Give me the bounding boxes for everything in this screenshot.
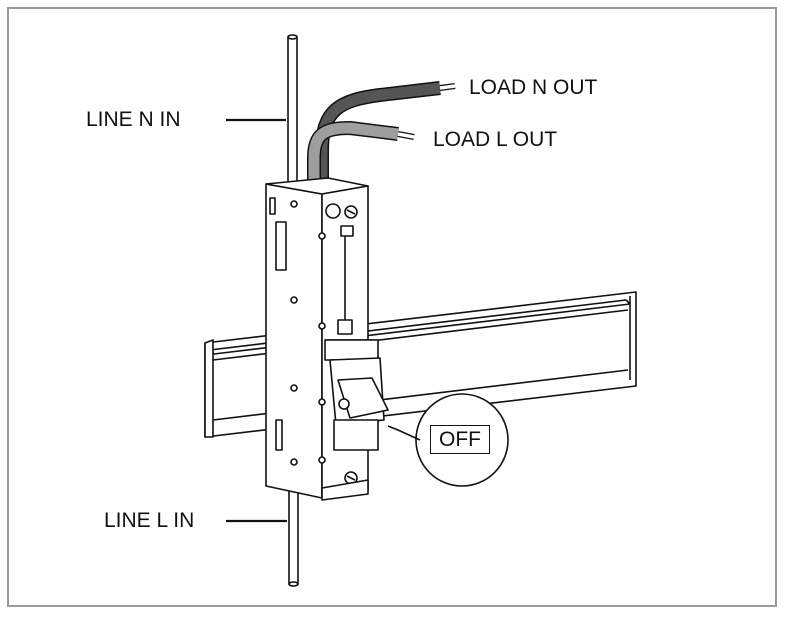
diagram-frame xyxy=(7,7,777,607)
label-load-n-out: LOAD N OUT xyxy=(469,76,598,99)
label-off: OFF xyxy=(430,425,490,454)
leader-lines xyxy=(226,118,287,523)
line-n-wire xyxy=(287,34,298,186)
breaker-body xyxy=(265,177,389,501)
line-l-wire xyxy=(288,489,299,587)
label-line-n-in: LINE N IN xyxy=(86,108,181,131)
label-load-l-out: LOAD L OUT xyxy=(433,128,558,151)
load-l-cable xyxy=(307,121,415,188)
label-line-l-in: LINE L IN xyxy=(104,509,195,532)
